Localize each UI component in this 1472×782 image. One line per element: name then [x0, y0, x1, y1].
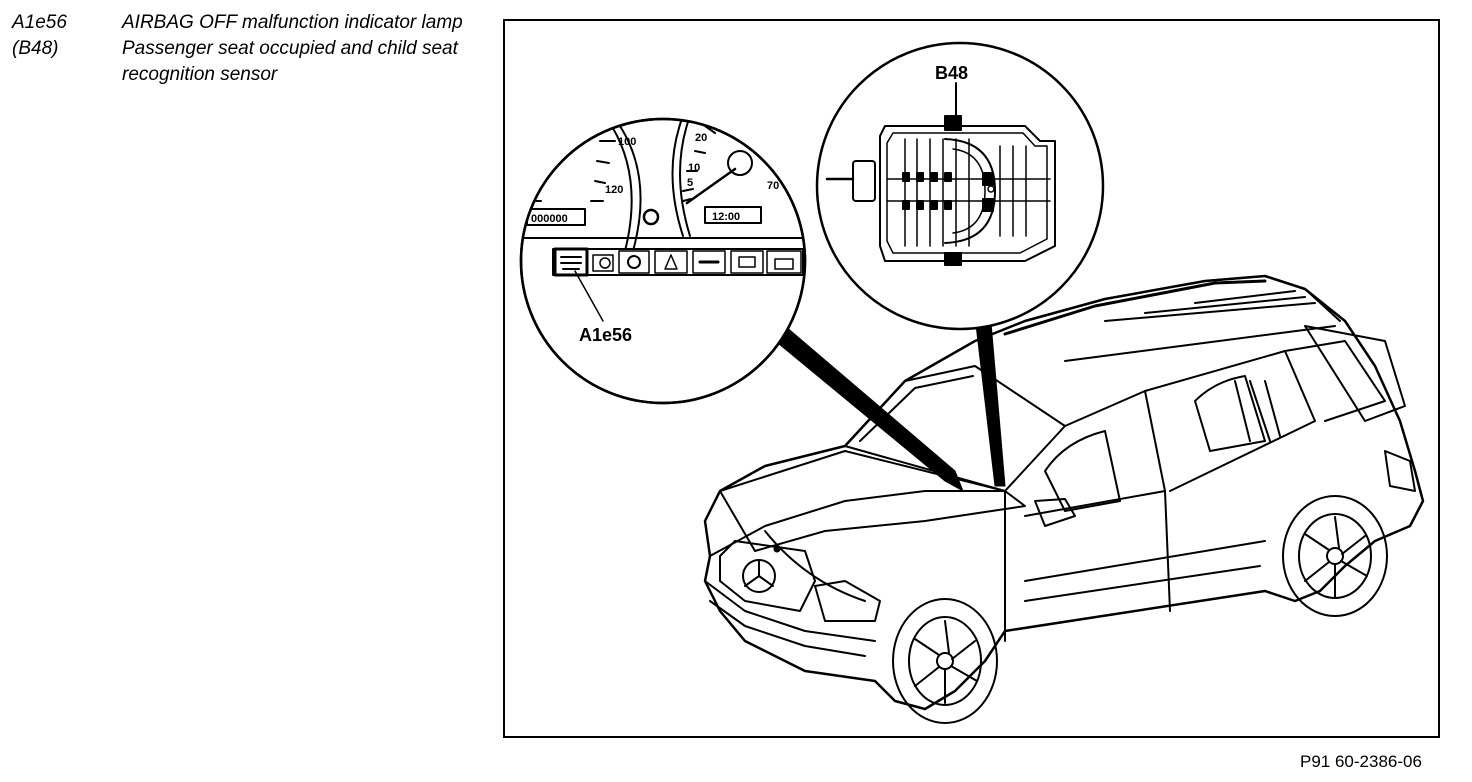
vehicle-diagram: 100 120 000000 20 10 5 70	[519, 41, 1425, 724]
legend-item-a1e56: A1e56 AIRBAG OFF malfunction indicator l…	[12, 10, 482, 36]
speed-tick: 120	[605, 184, 623, 196]
vehicle-illustration	[703, 274, 1425, 724]
legend: A1e56 AIRBAG OFF malfunction indicator l…	[12, 10, 482, 88]
cluster-pointer	[772, 325, 964, 492]
legend-description: Passenger seat occupied and child seat r…	[122, 38, 458, 85]
legend-code: A1e56	[12, 12, 67, 33]
clock-readout: 12:00	[712, 211, 740, 223]
callout-label-a1e56: A1e56	[579, 325, 632, 345]
seat-sensor-magnifier: B48	[815, 41, 1105, 331]
cluster-magnifier: 100 120 000000 20 10 5 70	[519, 117, 807, 405]
legend-code: (B48)	[12, 38, 59, 59]
legend-description: AIRBAG OFF malfunction indicator lamp	[122, 12, 463, 33]
speed-tick: 100	[618, 136, 636, 148]
tach-tick: 5	[687, 177, 693, 189]
seat-pointer	[974, 310, 1006, 487]
tach-tick: 70	[767, 180, 779, 192]
diagram-frame: 100 120 000000 20 10 5 70	[503, 19, 1440, 738]
tach-tick: 10	[688, 162, 700, 174]
figure-id: P91 60-2386-06	[1300, 752, 1422, 771]
odometer-readout: 000000	[531, 213, 568, 225]
tach-tick: 20	[695, 132, 707, 144]
callout-label-b48: B48	[935, 63, 968, 83]
warning-lamp-strip	[553, 247, 802, 277]
legend-item-b48: (B48) Passenger seat occupied and child …	[12, 36, 482, 88]
